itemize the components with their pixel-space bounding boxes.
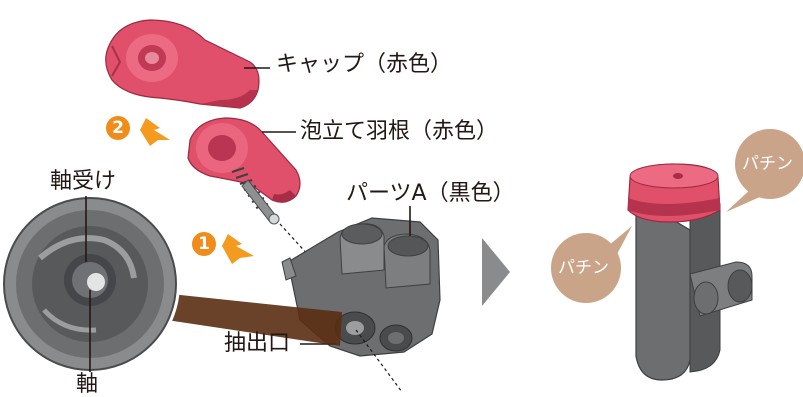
click-bubble-top [726, 129, 803, 212]
impeller-label: 泡立て羽根（赤色） [300, 119, 499, 144]
parts-a-label: パーツA（黒色） [346, 181, 515, 206]
step-2-badge: 2 [106, 116, 130, 140]
impeller-part [187, 117, 341, 291]
outlet-label: 抽出口 [224, 331, 291, 356]
part-a [281, 206, 441, 393]
step-1-badge: 1 [192, 232, 216, 256]
cap-part [105, 19, 270, 109]
cap-label: キャップ（赤色） [276, 52, 453, 77]
result-arrow [482, 238, 510, 306]
shaft-label: 軸 [76, 372, 99, 397]
assembled-unit [627, 163, 753, 381]
zoom-circle [0, 194, 180, 374]
step1-arrow [222, 234, 254, 264]
zoom-wedge [140, 292, 342, 346]
click-bubble-left [551, 226, 632, 303]
step2-arrow [140, 118, 170, 146]
bearing-label: 軸受け [50, 169, 117, 194]
click-sound-top: パチン [742, 154, 793, 174]
click-sound-left: パチン [558, 258, 609, 278]
